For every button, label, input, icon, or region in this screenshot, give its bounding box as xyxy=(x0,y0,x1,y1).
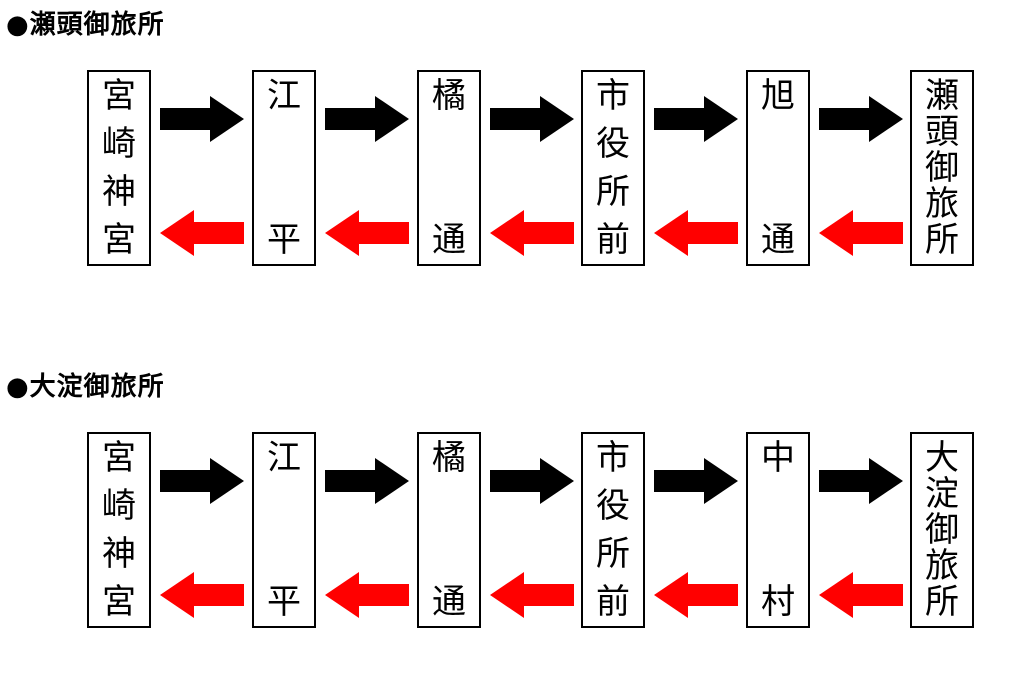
return-arrow-icon xyxy=(488,570,576,620)
stop-name-char: 江 xyxy=(267,76,301,116)
stop-name-char: 所 xyxy=(596,534,630,574)
stop-name-char: 淀 xyxy=(925,474,959,514)
forward-arrow-icon xyxy=(323,456,411,506)
stop-box: 中村 xyxy=(746,432,810,628)
stop-box: 大淀御旅所 xyxy=(910,432,974,628)
stop-name-char: 平 xyxy=(267,582,301,622)
section-heading: ●大淀御旅所 xyxy=(6,372,165,402)
forward-arrow-icon xyxy=(817,94,905,144)
stop-name-char: 神 xyxy=(102,172,136,212)
return-arrow-icon xyxy=(817,208,905,258)
return-arrow-icon xyxy=(158,570,246,620)
stop-name-char: 頭 xyxy=(925,112,959,152)
stop-box: 橘通 xyxy=(417,70,481,266)
return-arrow-icon xyxy=(817,570,905,620)
stop-name-char: 崎 xyxy=(102,124,136,164)
stop-box: 宮崎神宮 xyxy=(87,70,151,266)
return-arrow-icon xyxy=(323,570,411,620)
stop-name-char: 通 xyxy=(432,220,466,260)
stop-box: 旭通 xyxy=(746,70,810,266)
stop-box: 宮崎神宮 xyxy=(87,432,151,628)
stop-name-char: 所 xyxy=(596,172,630,212)
stop-name-char: 宮 xyxy=(102,76,136,116)
forward-arrow-icon xyxy=(652,94,740,144)
return-arrow-icon xyxy=(652,570,740,620)
section-heading: ●瀬頭御旅所 xyxy=(6,10,165,40)
stop-box: 橘通 xyxy=(417,432,481,628)
stop-name-char: 宮 xyxy=(102,582,136,622)
stop-name-char: 神 xyxy=(102,534,136,574)
stop-name-char: 瀬 xyxy=(925,76,959,116)
forward-arrow-icon xyxy=(323,94,411,144)
stop-name-char: 崎 xyxy=(102,486,136,526)
stop-name-char: 市 xyxy=(596,76,630,116)
return-arrow-icon xyxy=(652,208,740,258)
stop-name-char: 御 xyxy=(925,510,959,550)
stop-box: 瀬頭御旅所 xyxy=(910,70,974,266)
stop-name-char: 役 xyxy=(596,124,630,164)
stop-name-char: 旅 xyxy=(925,546,959,586)
return-arrow-icon xyxy=(158,208,246,258)
stop-box: 市役所前 xyxy=(581,70,645,266)
stop-name-char: 通 xyxy=(761,220,795,260)
stop-box: 江平 xyxy=(252,432,316,628)
stop-name-char: 市 xyxy=(596,438,630,478)
stop-name-char: 所 xyxy=(925,582,959,622)
stop-name-char: 平 xyxy=(267,220,301,260)
route-section-setogashira: ●瀬頭御旅所 宮崎神宮江平橘通市役所前旭通瀬頭御旅所 xyxy=(0,0,1015,320)
stop-name-char: 宮 xyxy=(102,438,136,478)
route-diagram: 宮崎神宮江平橘通市役所前中村大淀御旅所 xyxy=(0,362,1015,682)
stop-name-char: 旅 xyxy=(925,184,959,224)
stop-name-char: 前 xyxy=(596,582,630,622)
forward-arrow-icon xyxy=(158,94,246,144)
stop-name-char: 所 xyxy=(925,220,959,260)
forward-arrow-icon xyxy=(158,456,246,506)
stop-name-char: 役 xyxy=(596,486,630,526)
stop-name-char: 前 xyxy=(596,220,630,260)
stop-name-char: 村 xyxy=(761,582,795,622)
stop-name-char: 通 xyxy=(432,582,466,622)
route-diagram: 宮崎神宮江平橘通市役所前旭通瀬頭御旅所 xyxy=(0,0,1015,320)
forward-arrow-icon xyxy=(488,94,576,144)
forward-arrow-icon xyxy=(488,456,576,506)
stop-box: 江平 xyxy=(252,70,316,266)
stop-name-char: 橘 xyxy=(432,76,466,116)
stop-name-char: 大 xyxy=(925,438,959,478)
return-arrow-icon xyxy=(488,208,576,258)
route-section-oyodo: ●大淀御旅所 宮崎神宮江平橘通市役所前中村大淀御旅所 xyxy=(0,362,1015,682)
forward-arrow-icon xyxy=(652,456,740,506)
stop-name-char: 宮 xyxy=(102,220,136,260)
forward-arrow-icon xyxy=(817,456,905,506)
stop-name-char: 旭 xyxy=(761,76,795,116)
return-arrow-icon xyxy=(323,208,411,258)
stop-name-char: 中 xyxy=(761,438,795,478)
stop-name-char: 御 xyxy=(925,148,959,188)
stop-name-char: 江 xyxy=(267,438,301,478)
stop-name-char: 橘 xyxy=(432,438,466,478)
stop-box: 市役所前 xyxy=(581,432,645,628)
